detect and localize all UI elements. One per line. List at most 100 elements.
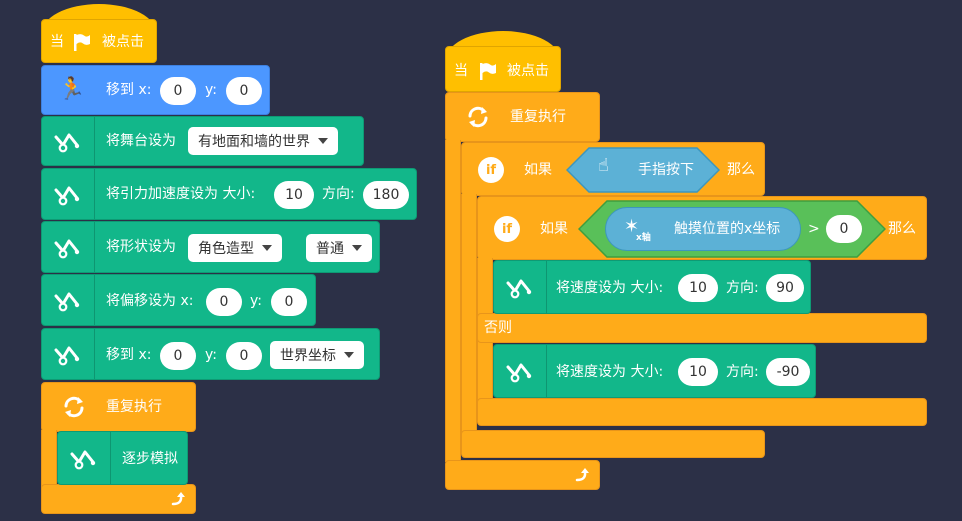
right-forever-arm bbox=[445, 140, 461, 462]
right-forever-bottom bbox=[445, 460, 600, 490]
left-forever-arm bbox=[41, 430, 57, 488]
chevron-down-icon bbox=[318, 138, 328, 144]
finger-press-condition[interactable] bbox=[566, 147, 720, 193]
right-forever-label: 重复执行 bbox=[510, 109, 566, 125]
speed-size-input[interactable]: 10 bbox=[678, 274, 718, 302]
coord-value: 世界坐标 bbox=[280, 348, 336, 364]
left-forever-bottom bbox=[41, 484, 196, 514]
set-shape-block[interactable]: 将形状设为 角色造型 普通 bbox=[41, 221, 380, 273]
physics-icon bbox=[505, 359, 535, 383]
set-gravity-block[interactable]: 将引力加速度设为 大小: 10 方向: 180 bbox=[41, 168, 417, 220]
shape-mode-value: 普通 bbox=[316, 241, 344, 257]
hat-when-label: 当 bbox=[50, 34, 64, 50]
left-forever-block[interactable]: 重复执行 bbox=[41, 382, 196, 432]
physics-icon bbox=[53, 182, 83, 206]
if-finger-arm bbox=[461, 194, 477, 436]
offset-y-input[interactable]: 0 bbox=[271, 288, 307, 316]
speed-size-input[interactable]: 10 bbox=[678, 358, 718, 386]
set-speed-label: 将速度设为 大小: bbox=[556, 280, 664, 296]
move-to-world-block[interactable]: 移到 x: 0 y: 0 世界坐标 bbox=[41, 328, 380, 380]
if-label: 如果 bbox=[524, 162, 552, 178]
hat-clicked-label: 被点击 bbox=[102, 34, 144, 50]
world-x-input[interactable]: 0 bbox=[160, 342, 196, 370]
speed-dir-input[interactable]: 90 bbox=[766, 274, 804, 302]
gravity-dir-input[interactable]: 180 bbox=[363, 181, 409, 209]
compare-value-input[interactable]: 0 bbox=[826, 215, 862, 243]
greater-than-operator: > bbox=[808, 221, 820, 237]
set-speed-left-block[interactable]: 将速度设为 大小: 10 方向: -90 bbox=[493, 344, 816, 398]
loop-arrow-icon bbox=[170, 491, 186, 507]
physics-icon bbox=[69, 446, 99, 470]
physics-icon bbox=[53, 342, 83, 366]
set-gravity-label: 将引力加速度设为 大小: bbox=[106, 186, 256, 202]
repeat-icon bbox=[62, 395, 86, 419]
physics-icon-box bbox=[494, 345, 547, 397]
coord-dropdown[interactable]: 世界坐标 bbox=[270, 341, 364, 369]
if-badge-icon: if bbox=[478, 157, 504, 183]
world-y-input[interactable]: 0 bbox=[226, 342, 262, 370]
shape-dropdown[interactable]: 角色造型 bbox=[188, 234, 282, 262]
left-when-flag-clicked-block[interactable]: 当 被点击 bbox=[41, 19, 157, 63]
gravity-size-input[interactable]: 10 bbox=[274, 181, 314, 209]
chevron-down-icon bbox=[344, 352, 354, 358]
set-speed-label: 将速度设为 大小: bbox=[556, 364, 664, 380]
hat-clicked-label: 被点击 bbox=[507, 63, 549, 79]
move-to-label: 移到 x: bbox=[106, 82, 152, 98]
physics-icon bbox=[53, 288, 83, 312]
offset-y-label: y: bbox=[250, 293, 262, 309]
physics-icon-box bbox=[42, 169, 95, 219]
repeat-icon bbox=[466, 105, 490, 129]
move-to-world-label: 移到 x: bbox=[106, 347, 152, 363]
set-offset-block[interactable]: 将偏移设为 x: 0 y: 0 bbox=[41, 274, 316, 326]
then-label: 那么 bbox=[727, 162, 755, 178]
right-forever-block[interactable]: 重复执行 bbox=[445, 92, 600, 142]
gravity-dir-label: 方向: bbox=[322, 186, 355, 202]
physics-icon-box bbox=[42, 117, 95, 165]
speed-dir-input[interactable]: -90 bbox=[766, 358, 810, 386]
flag-icon bbox=[72, 32, 92, 52]
move-to-y-input[interactable]: 0 bbox=[226, 77, 262, 105]
chevron-down-icon bbox=[352, 245, 362, 251]
touch-x-reporter[interactable]: ✶ x轴 触摸位置的x坐标 bbox=[605, 207, 801, 251]
runner-icon: 🏃 bbox=[58, 77, 86, 102]
speed-dir-label: 方向: bbox=[726, 280, 759, 296]
world-y-label: y: bbox=[205, 347, 217, 363]
set-offset-label: 将偏移设为 x: bbox=[106, 293, 194, 309]
loop-arrow-icon bbox=[574, 467, 590, 483]
physics-icon-box bbox=[42, 222, 95, 272]
if-finger-block[interactable]: if 如果 ☝ 手指按下 那么 bbox=[461, 142, 765, 196]
finger-press-icon: ☝ bbox=[598, 155, 609, 176]
step-simulate-block[interactable]: 逐步模拟 bbox=[57, 431, 188, 485]
physics-icon bbox=[53, 129, 83, 153]
physics-icon bbox=[53, 235, 83, 259]
physics-icon-box bbox=[58, 432, 111, 484]
shape-mode-dropdown[interactable]: 普通 bbox=[306, 234, 372, 262]
finger-press-label: 手指按下 bbox=[638, 162, 694, 178]
flag-icon bbox=[478, 61, 498, 81]
stage-value: 有地面和墙的世界 bbox=[198, 134, 310, 150]
chevron-down-icon bbox=[262, 245, 272, 251]
stage-dropdown[interactable]: 有地面和墙的世界 bbox=[188, 127, 338, 155]
set-stage-label: 将舞台设为 bbox=[106, 133, 176, 149]
physics-icon bbox=[505, 275, 535, 299]
physics-icon-box bbox=[42, 329, 95, 379]
if-label: 如果 bbox=[540, 221, 568, 237]
move-to-y-label: y: bbox=[205, 82, 217, 98]
x-axis-tag: x轴 bbox=[636, 233, 651, 243]
else-label: 否则 bbox=[484, 320, 512, 336]
physics-icon-box bbox=[494, 261, 547, 313]
then-label: 那么 bbox=[888, 221, 916, 237]
set-stage-block[interactable]: 将舞台设为 有地面和墙的世界 bbox=[41, 116, 364, 166]
if-badge-icon: if bbox=[494, 216, 520, 242]
touch-x-icon: ✶ bbox=[624, 216, 640, 237]
set-shape-label: 将形状设为 bbox=[106, 239, 176, 255]
shape-value: 角色造型 bbox=[198, 241, 254, 257]
move-to-x-input[interactable]: 0 bbox=[160, 77, 196, 105]
if-else-bottom bbox=[477, 398, 927, 426]
offset-x-input[interactable]: 0 bbox=[206, 288, 242, 316]
physics-icon-box bbox=[42, 275, 95, 325]
right-when-flag-clicked-block[interactable]: 当 被点击 bbox=[445, 46, 561, 92]
set-speed-right-block[interactable]: 将速度设为 大小: 10 方向: 90 bbox=[493, 260, 811, 314]
move-to-block[interactable]: 🏃 移到 x: 0 y: 0 bbox=[41, 65, 270, 115]
if-else-touch-block[interactable]: if 如果 ✶ x轴 触摸位置的x坐标 > 0 那么 bbox=[477, 196, 927, 260]
